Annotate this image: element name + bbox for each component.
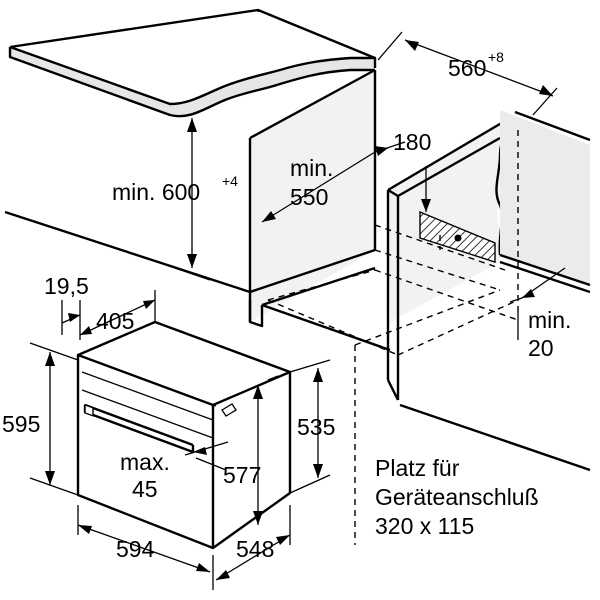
dim-door-and-side [61,290,156,340]
label-cutout: 180 [393,129,431,155]
dim-front-height [253,385,263,525]
label-niche-height-tol: +4 [222,173,238,189]
dim-oven-depth [215,505,291,581]
dim-niche-height [174,118,211,281]
dim-oven-width [77,505,214,590]
label-handle-1: max. [120,449,170,475]
label-inner-height: 535 [297,414,335,440]
label-door-offset: 19,5 [44,273,89,299]
label-niche-width: 560 [448,55,486,81]
label-niche-height: min. 600 [112,179,200,205]
connection-socket [454,234,462,242]
left-cabinet-wall [248,68,377,328]
right-cabinet-wall [386,116,512,401]
oven [76,320,292,550]
label-front-height: 577 [223,462,261,488]
back-wall-right [499,110,591,294]
floor-lines [4,210,591,472]
label-side-depth: 405 [96,308,134,334]
dim-cutout [374,146,431,212]
dim-depth-min [261,141,406,223]
label-back-gap-2: 20 [528,335,554,361]
label-depth-min-2: 550 [290,184,328,210]
note-line-1: Platz für [375,455,460,481]
note-line-3: 320 x 115 [375,513,474,539]
dim-oven-height [29,342,79,496]
label-back-gap-1: min. [528,307,571,333]
dim-niche-width [377,31,558,116]
dim-inner-height [289,359,331,494]
worktop [8,8,377,118]
label-oven-width: 594 [116,536,155,562]
label-handle-2: 45 [132,476,158,502]
dim-back-gap [509,267,566,340]
label-depth-min-1: min. [290,155,333,181]
label-oven-depth: 548 [236,536,274,562]
note-line-2: Geräteanschluß [375,484,539,510]
hidden-lines [267,130,519,545]
label-oven-height: 595 [2,411,40,437]
label-niche-width-tol: +8 [488,49,504,65]
dim-handle [184,441,229,471]
